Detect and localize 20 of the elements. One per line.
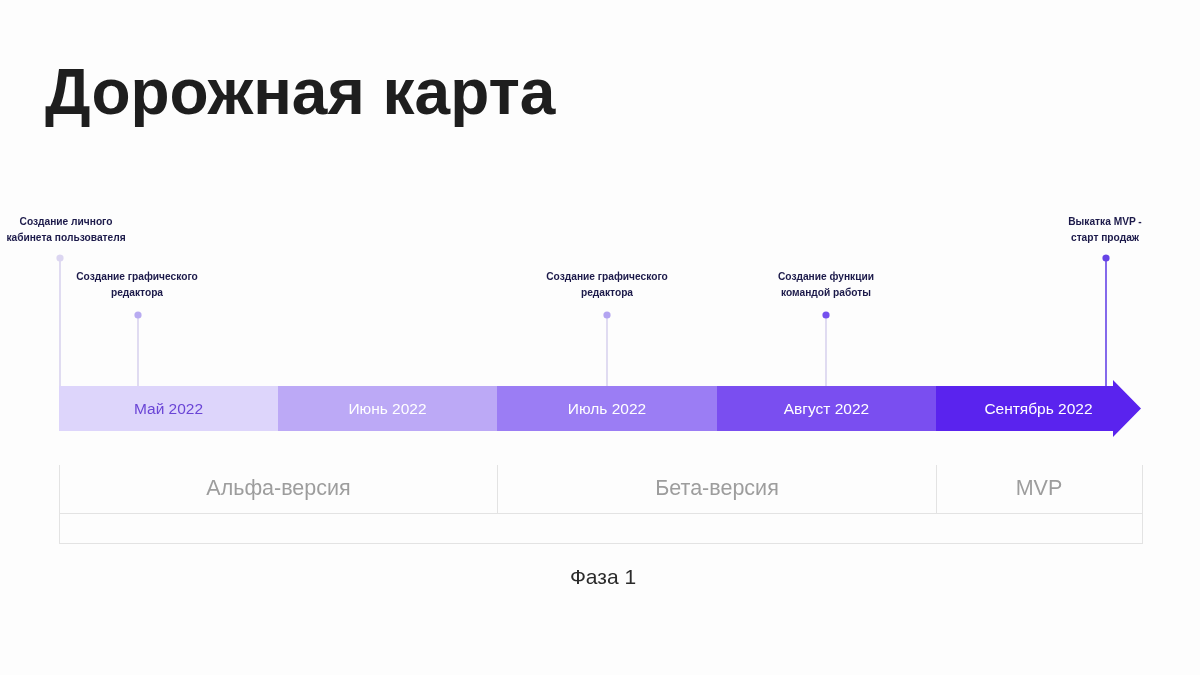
leader-line xyxy=(134,311,142,387)
month-arrow-segment: Сентябрь 2022 xyxy=(936,380,1141,437)
milestone-label: Создание графического редактора xyxy=(545,269,669,301)
phase-cell: Бета-версия xyxy=(498,465,937,513)
month-segment: Август 2022 xyxy=(717,386,936,431)
milestone-label: Выкатка MVP - старт продаж xyxy=(1067,214,1143,246)
phase-label: Фаза 1 xyxy=(569,564,637,590)
milestone-label: Создание функции командой работы xyxy=(776,269,876,301)
phase-cell: Альфа-версия xyxy=(60,465,498,513)
page-title: Дорожная карта xyxy=(45,55,556,130)
phase-cell-text: MVP xyxy=(1014,475,1064,502)
leader-line xyxy=(1102,254,1110,387)
leader-line xyxy=(822,311,830,387)
milestone-label: Создание графического редактора xyxy=(75,269,199,301)
month-segment: Май 2022 xyxy=(59,386,278,431)
milestone-label: Создание личного кабинета пользователя xyxy=(5,214,127,246)
month-segment: Июнь 2022 xyxy=(278,386,497,431)
leader-line xyxy=(603,311,611,387)
leader-line xyxy=(56,254,64,387)
month-segment: Июль 2022 xyxy=(497,386,717,431)
